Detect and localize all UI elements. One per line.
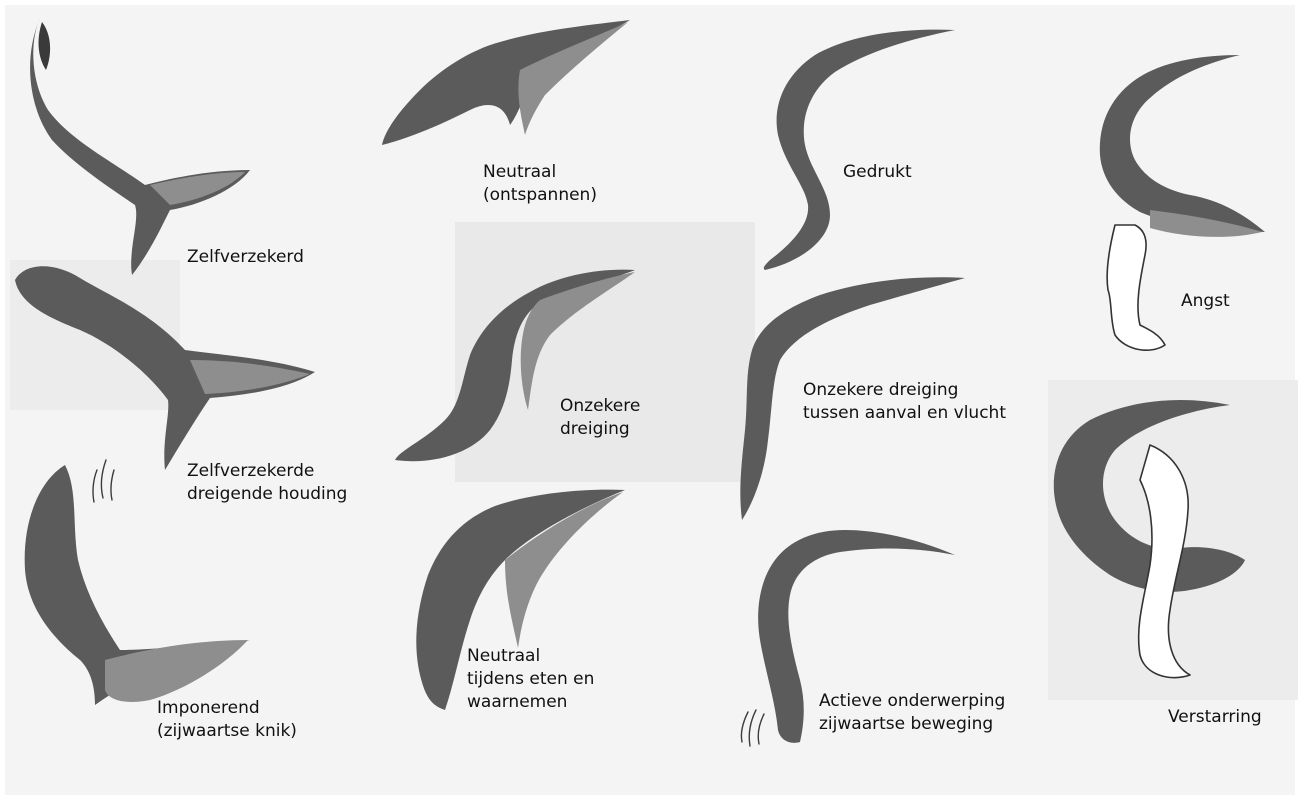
label-neutraal-ontspannen: Neutraal (ontspannen) xyxy=(483,161,597,207)
tail-neutraal-ontspannen-sketch xyxy=(382,20,630,145)
label-neutraal-eten: Neutraal tijdens eten en waarnemen xyxy=(467,645,594,714)
tail-zelfverzekerd-sketch xyxy=(30,18,250,275)
label-verstarring: Verstarring xyxy=(1168,706,1262,729)
label-actieve-onderwerping: Actieve onderwerping zijwaartse beweging xyxy=(819,690,1005,736)
tail-verstarring-sketch xyxy=(1054,400,1245,678)
label-onzekere-dreiging-aanval-vlucht: Onzekere dreiging tussen aanval en vluch… xyxy=(803,379,1006,425)
label-angst: Angst xyxy=(1181,290,1230,313)
label-imponerend: Imponerend (zijwaartse knik) xyxy=(157,697,297,743)
tail-zelfverzekerde-dreigende-houding-sketch xyxy=(15,266,315,470)
label-zelfverzekerd: Zelfverzekerd xyxy=(187,246,304,269)
label-zelfverzekerde-dreigende-houding: Zelfverzekerde dreigende houding xyxy=(187,460,347,506)
label-gedrukt: Gedrukt xyxy=(843,161,912,184)
label-onzekere-dreiging: Onzekere dreiging xyxy=(560,395,640,441)
tail-gedrukt-sketch xyxy=(764,30,955,270)
